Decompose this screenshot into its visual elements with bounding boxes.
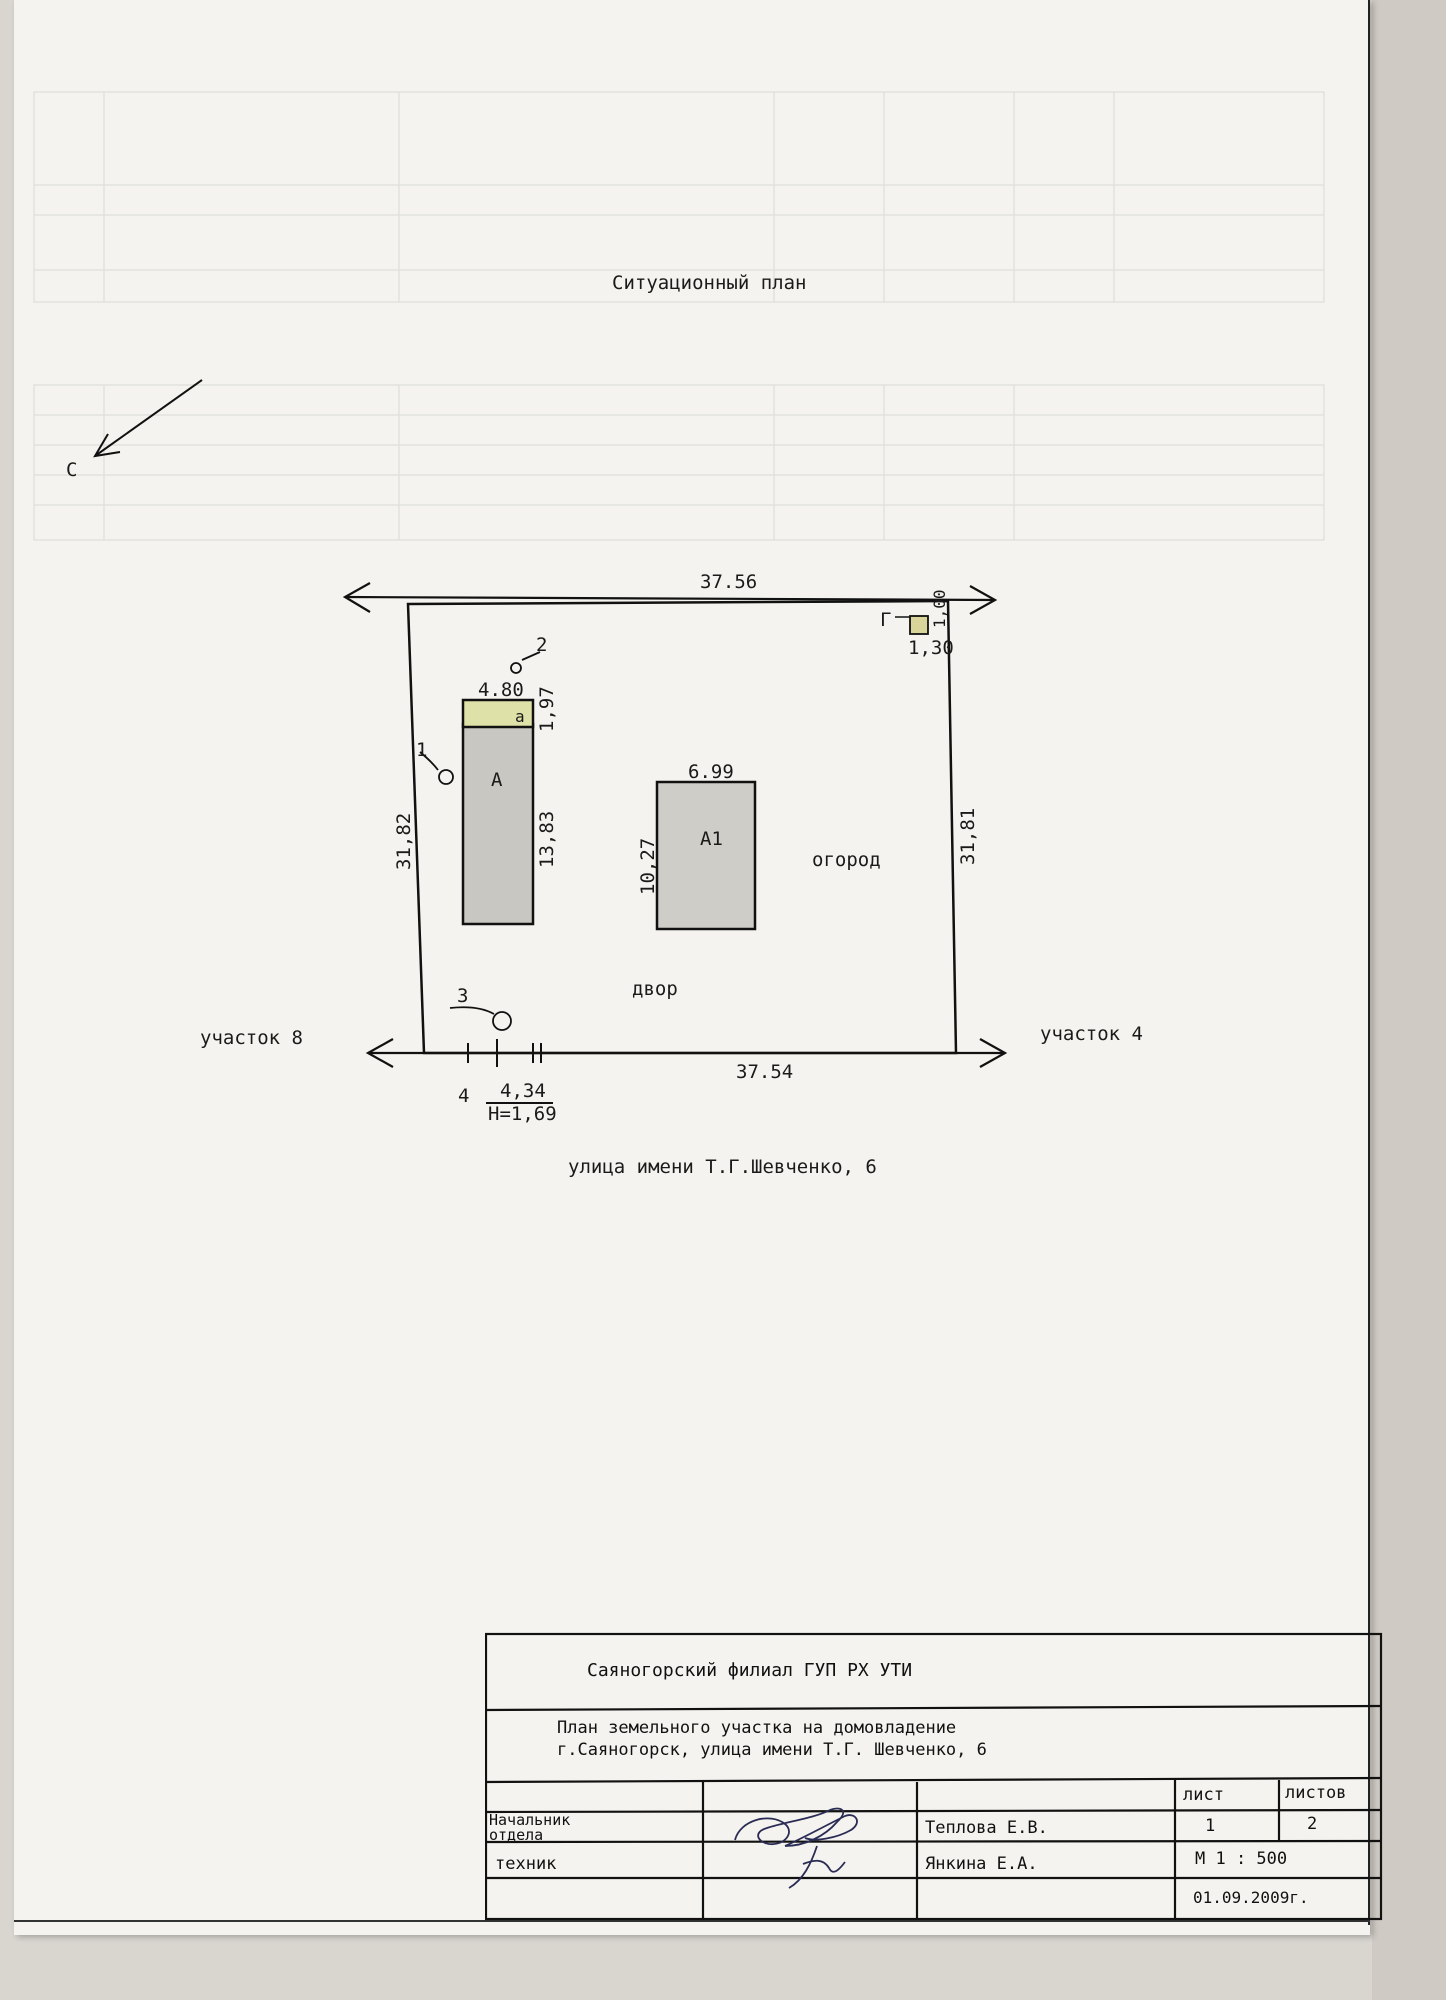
house-a1-label: А1 [700, 828, 723, 850]
role1-line1: Начальник [489, 1811, 571, 1829]
house-a-length: 13,83 [536, 811, 558, 868]
gate-height-label: Н=1,69 [488, 1103, 557, 1125]
house-a [461, 722, 535, 926]
north-arrow [93, 379, 203, 458]
neighbor-right-label: участок 4 [1040, 1023, 1143, 1045]
marker-3 [449, 1006, 512, 1031]
frame-bottom-line [14, 1920, 1370, 1922]
gate-width-label: 4,34 [500, 1080, 546, 1102]
plan-title: Ситуационный план [612, 272, 806, 294]
marker-1 [419, 751, 454, 785]
house-a-label: А [491, 769, 503, 791]
marker-2 [510, 651, 541, 674]
sheet-number: 1 [1205, 1816, 1216, 1836]
shed-g-width: 1,30 [908, 637, 954, 659]
signature-image [734, 1807, 858, 1889]
yard-label: двор [632, 978, 678, 1000]
sheets-label: листов [1285, 1783, 1347, 1803]
north-letter: С [66, 459, 77, 481]
right-length-label: 31,81 [957, 808, 979, 865]
house-a1 [655, 780, 757, 931]
top-dimension [342, 582, 998, 615]
garden-label: огород [812, 849, 881, 871]
bleed-through-table [33, 91, 1325, 541]
title-block: Саяногорский филиал ГУП РХ УТИ План земе… [485, 1632, 1383, 1930]
marker-2-label: 2 [536, 634, 547, 656]
name-technician: Янкина Е.А. [925, 1854, 1038, 1874]
shed-g [909, 615, 929, 635]
date: 01.09.2009г. [1193, 1888, 1309, 1907]
house-a1-length: 10,27 [637, 838, 659, 895]
title-block-grid [485, 1632, 1383, 1921]
street-label: улица имени Т.Г.Шевченко, 6 [568, 1156, 877, 1178]
document-sheet: Ситуационный план С 37.56 37.54 31,82 31… [14, 0, 1370, 1935]
house-a-width: 4.80 [478, 679, 524, 701]
bottom-width-label: 37.54 [736, 1061, 793, 1083]
marker-4-label: 4 [458, 1085, 469, 1107]
site-plan: Ситуационный план С 37.56 37.54 31,82 31… [66, 272, 1143, 1178]
house-a1-width: 6.99 [688, 761, 734, 783]
shed-g-label: Г [880, 609, 891, 631]
frame-right-line [1368, 0, 1370, 1925]
neighbor-left-label: участок 8 [200, 1027, 303, 1049]
name-head: Теплова Е.В. [925, 1818, 1048, 1838]
sheets-total: 2 [1307, 1814, 1318, 1834]
house-a-porch-label: а [515, 707, 525, 726]
page-edge [1372, 0, 1446, 2000]
organization-name: Саяногорский филиал ГУП РХ УТИ [587, 1660, 913, 1681]
doc-title-line2: г.Саяногорск, улица имени Т.Г. Шевченко,… [557, 1740, 987, 1760]
marker-3-label: 3 [457, 985, 468, 1007]
doc-title-line1: План земельного участка на домовладение [557, 1718, 957, 1738]
sheet-label: лист [1183, 1785, 1224, 1805]
scale: М 1 : 500 [1195, 1849, 1288, 1869]
shed-g-length: 1,00 [930, 589, 949, 628]
gate-symbol [467, 1039, 553, 1104]
role2: техник [495, 1854, 557, 1874]
marker-1-label: 1 [416, 739, 427, 761]
left-length-label: 31,82 [393, 813, 415, 870]
house-a-porch [461, 698, 535, 729]
bottom-dimension [365, 1038, 1008, 1068]
role1-line2: отдела [489, 1826, 544, 1844]
house-a-porch-length: 1,97 [536, 686, 558, 732]
top-width-label: 37.56 [700, 571, 757, 593]
